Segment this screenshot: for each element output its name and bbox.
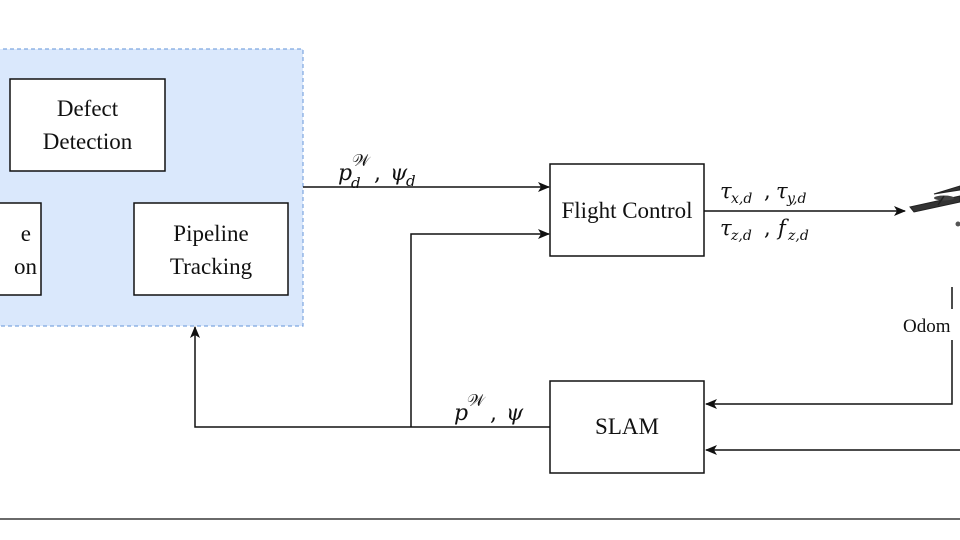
desired-pose-comma: , <box>374 161 381 186</box>
pose-estimate-psi: ψ <box>506 401 524 426</box>
pose-estimate-p: p <box>454 401 468 426</box>
torques-bottom-label: τ z,d , f z,d <box>720 216 809 244</box>
desired-pose-p: p <box>338 161 352 186</box>
tau-x-sub: x,d <box>731 191 752 207</box>
torques-top-label: τ x,d , τ y,d <box>720 179 807 207</box>
defect-detection-block: Defect Detection <box>9 78 166 172</box>
tau-y: τ <box>776 179 788 203</box>
pose-estimate-sup: 𝒲 <box>467 391 487 411</box>
slam-to-tracking-arrow <box>190 326 550 428</box>
connections <box>190 182 960 455</box>
thrust-f-sub: z,d <box>787 228 809 244</box>
desired-pose-psi-sub: d <box>406 172 416 190</box>
torques-top-comma: , <box>764 179 771 203</box>
pipeline-tracking-line2: Tracking <box>170 254 253 279</box>
defect-detection-line2: Detection <box>43 129 133 154</box>
thrust-f: f <box>776 216 789 240</box>
tau-z: τ <box>720 216 732 240</box>
pose-estimate-label: p 𝒲 , ψ <box>454 391 524 426</box>
defect-detection-line1: Defect <box>57 96 119 121</box>
drone-icon <box>909 185 960 227</box>
tau-x: τ <box>720 179 732 203</box>
desired-pose-psi: ψ <box>390 161 408 186</box>
torques-bottom-comma: , <box>764 216 771 240</box>
partial-left-line2: on <box>14 254 38 279</box>
tau-y-sub: y,d <box>786 191 807 207</box>
pipeline-tracking-block: Pipeline Tracking <box>133 202 289 296</box>
slam-block: SLAM <box>549 380 705 474</box>
flight-control-label: Flight Control <box>562 198 693 223</box>
odometry-to-slam-arrow <box>705 340 953 409</box>
desired-pose-label: p d 𝒲 , ψ d <box>338 151 416 192</box>
tau-z-sub: z,d <box>730 228 752 244</box>
feedback-to-flight-control-arrow <box>410 229 550 427</box>
desired-pose-p-sub: d <box>351 174 361 192</box>
odometry-label: Odom <box>903 316 951 337</box>
pipeline-tracking-line1: Pipeline <box>173 221 248 246</box>
partial-left-block: e on <box>0 202 42 296</box>
pose-estimate-comma: , <box>490 401 497 426</box>
partial-left-line1: e <box>21 221 31 246</box>
slam-label: SLAM <box>595 414 659 439</box>
flight-control-block: Flight Control <box>549 163 705 257</box>
desired-pose-p-sup: 𝒲 <box>352 151 372 171</box>
